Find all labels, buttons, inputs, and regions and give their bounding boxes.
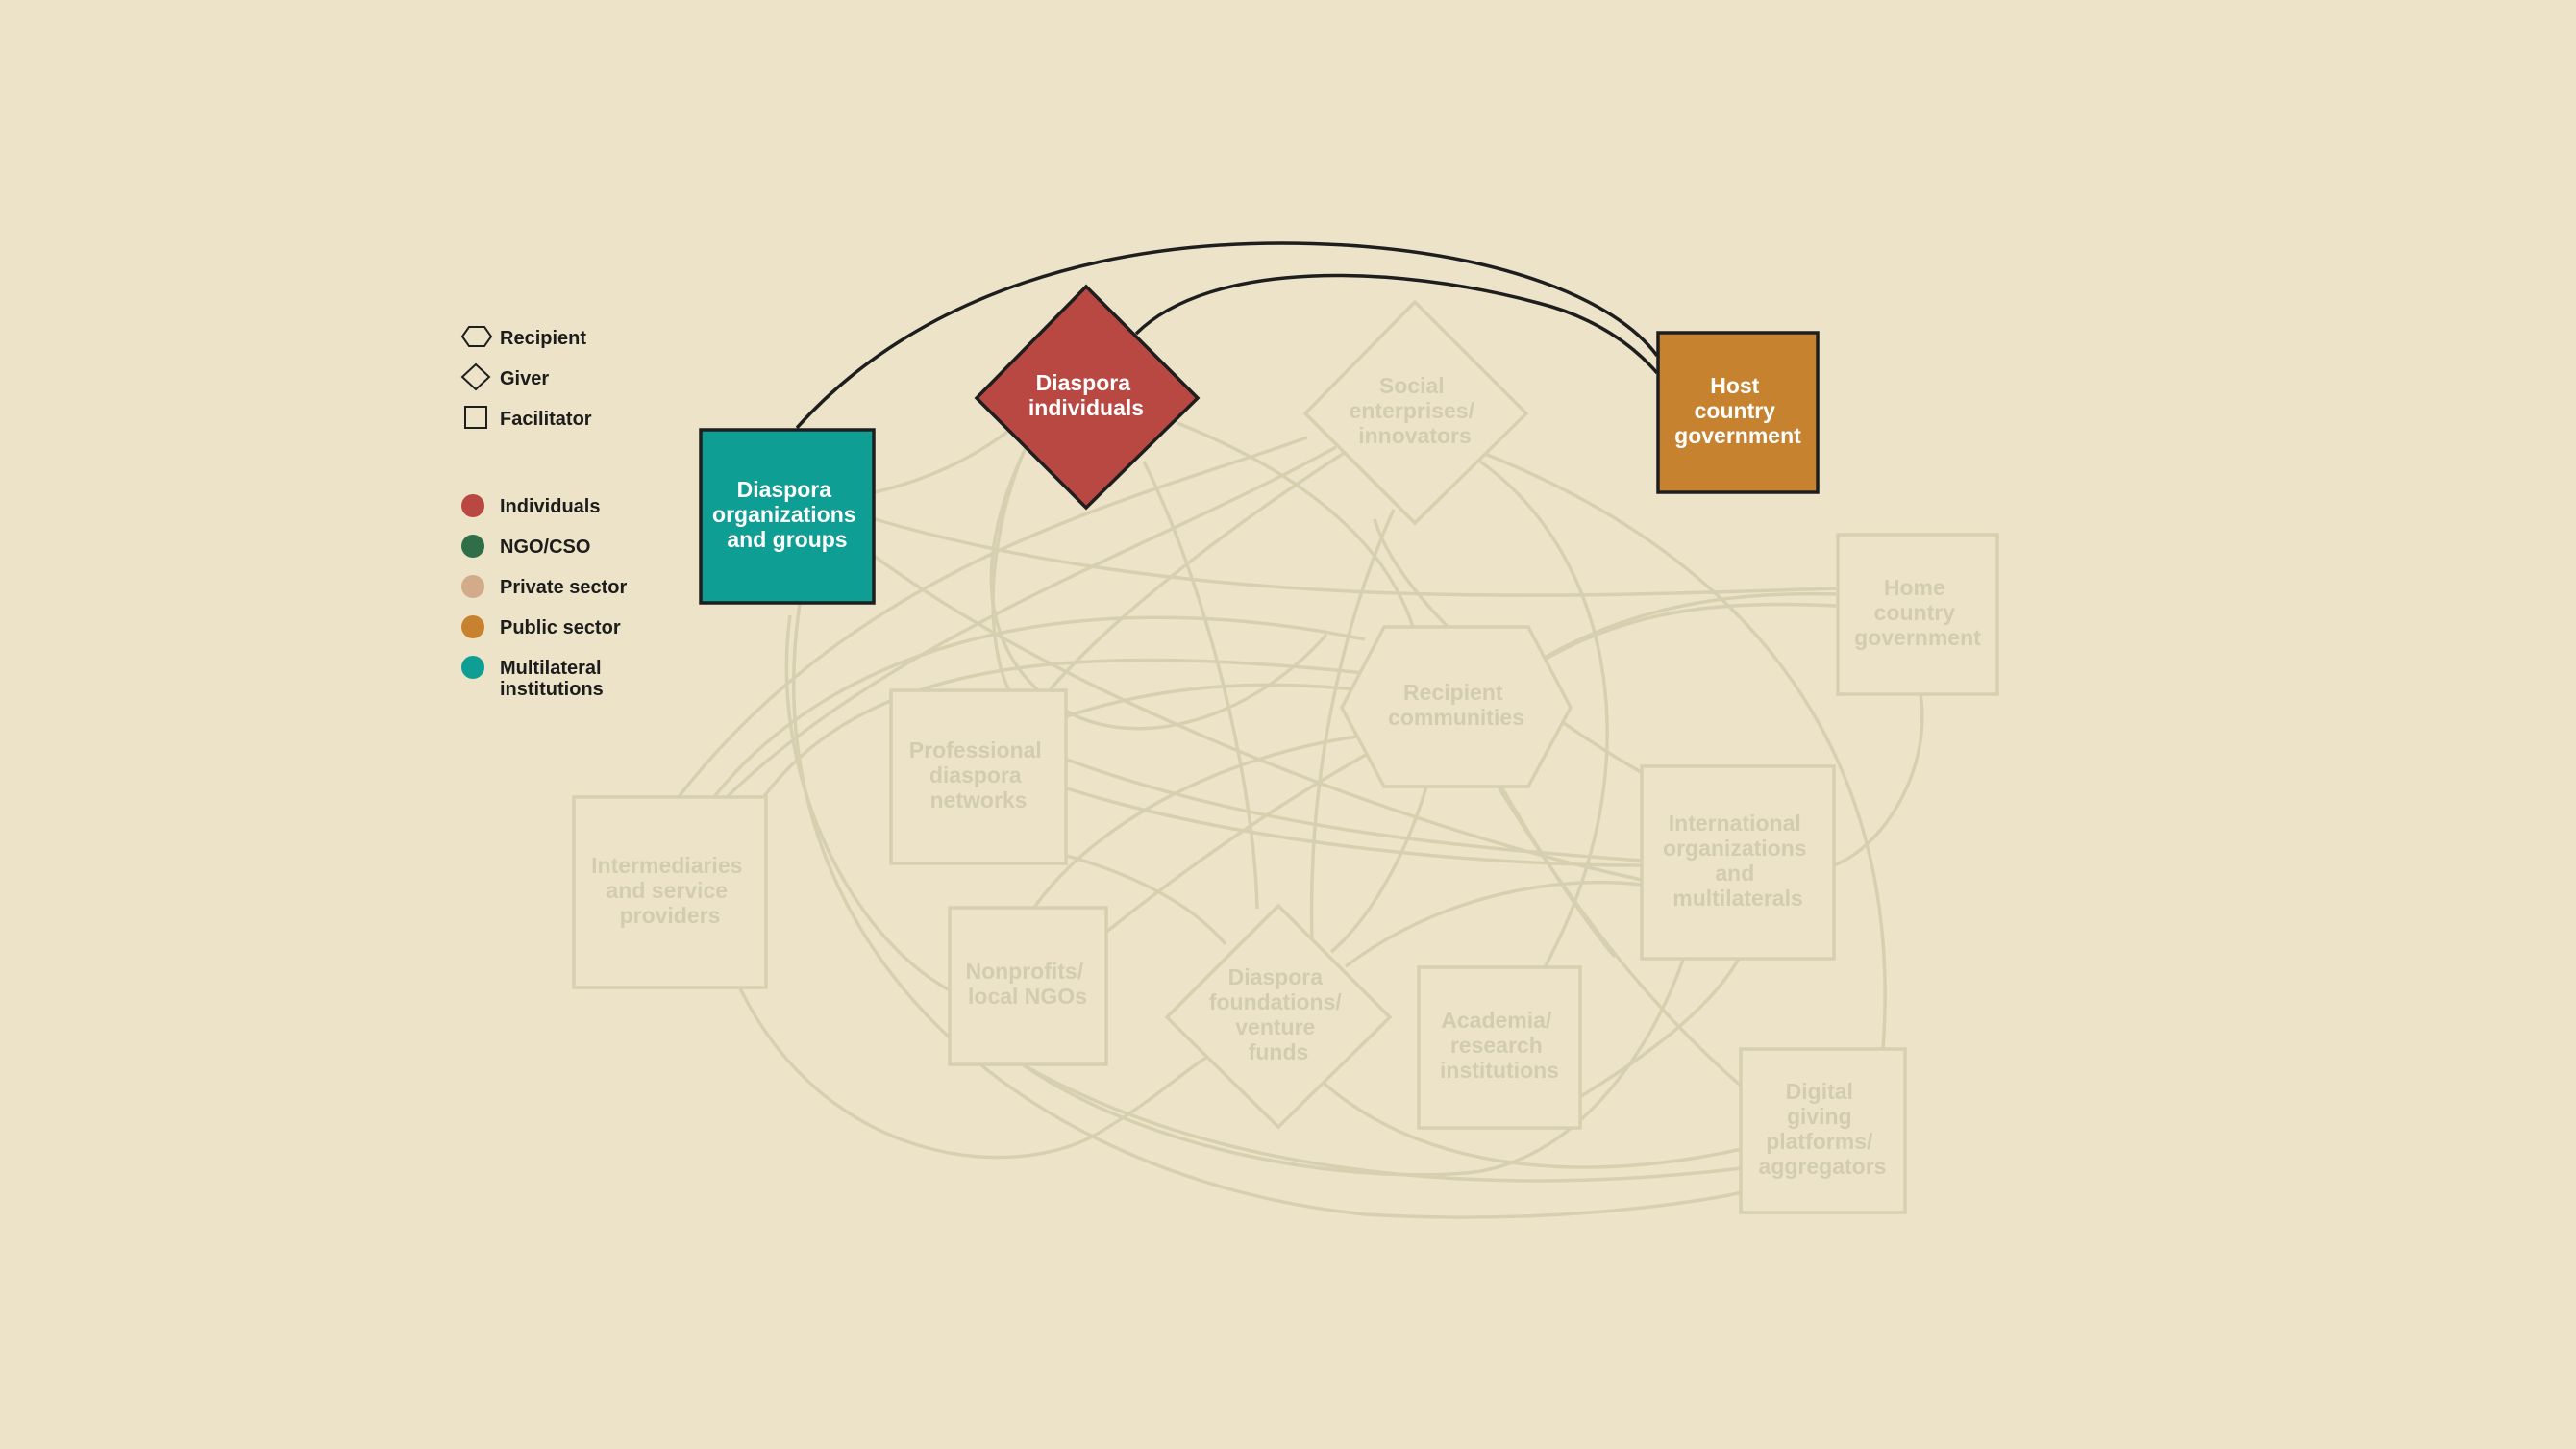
- dot-icon: [461, 494, 484, 517]
- svg-text:Nonprofits/ local NGOs: Nonprofits/ local NGOs: [965, 959, 1089, 1009]
- hexagon-icon: [460, 326, 493, 347]
- link-prof-recipients: [1066, 683, 1366, 718]
- node-host-country-government[interactable]: Host country government: [1656, 331, 1820, 494]
- svg-text:Academia/ research: Academia/ research institutions: [1440, 1008, 1559, 1083]
- link-recipients-digital: [1498, 787, 1744, 1088]
- link-social-foundations: [1309, 509, 1396, 941]
- link-orgs-digital-left: [792, 603, 1743, 1219]
- link-nonprofits-digital: [1023, 1063, 1743, 1183]
- legend-shapes: Recipient Giver Facilitator: [460, 326, 592, 430]
- link-individuals-recipients: [1177, 421, 1415, 628]
- node-nonprofits[interactable]: Nonprofits/ local NGOs: [948, 906, 1108, 1066]
- node-diaspora-foundations[interactable]: Diaspora foundations/ venture funds: [1164, 903, 1393, 1130]
- svg-text:Recipient: Recipient: [500, 328, 586, 349]
- link-individuals-host-gov: [1134, 273, 1659, 375]
- svg-text:Social enterprises/: Social enterprises/ innovators: [1350, 373, 1481, 448]
- link-intermediaries-bottom: [738, 987, 1207, 1160]
- legend-sectors: Individuals NGO/CSO Private sector Publi…: [461, 494, 628, 700]
- legend-item-ngo-cso: NGO/CSO: [461, 535, 590, 558]
- legend-item-giver: Giver: [460, 362, 549, 391]
- legend-item-individuals: Individuals: [461, 494, 600, 517]
- link-intermediaries-recipients: [757, 658, 1366, 805]
- link-recipients-foundations: [1329, 783, 1429, 954]
- svg-text:Diaspora organizations: Diaspora organizations and groups: [712, 477, 862, 552]
- svg-text:Private sector: Private sector: [500, 577, 628, 598]
- svg-text:Multilateral institu: Multilateral institutions: [500, 658, 607, 700]
- link-nonprofits-recipients: [1031, 734, 1366, 911]
- svg-text:Facilitator: Facilitator: [500, 409, 592, 430]
- link-orgs-home-gov: [874, 517, 1837, 597]
- legend-item-recipient: Recipient: [460, 326, 586, 349]
- faded-links: [676, 421, 1924, 1219]
- svg-text:Digital giving: Digital giving platforms/ aggregators: [1759, 1079, 1887, 1179]
- node-professional-diaspora-networks[interactable]: Professional diaspora networks: [889, 688, 1068, 865]
- svg-text:Home country g: Home country government: [1854, 575, 1981, 650]
- dot-icon: [461, 656, 484, 679]
- svg-text:Giver: Giver: [500, 368, 549, 389]
- link-nonprofits-recipients-2: [1103, 748, 1375, 935]
- legend-item-multilateral: Multilateral institutions: [461, 656, 607, 700]
- svg-text:NGO/CSO: NGO/CSO: [500, 537, 590, 558]
- node-recipient-communities[interactable]: Recipient communities: [1340, 625, 1573, 788]
- link-intermediaries-home-gov: [711, 602, 1837, 800]
- node-social-enterprises[interactable]: Social enterprises/ innovators: [1302, 299, 1529, 526]
- node-digital-giving[interactable]: Digital giving platforms/ aggregators: [1739, 1047, 1907, 1214]
- svg-text:Professional diaspora: Professional diaspora networks: [909, 737, 1048, 812]
- svg-text:Diaspora individuals: Diaspora individuals: [1028, 370, 1144, 420]
- link-orgs-nonprofits: [784, 614, 951, 992]
- square-icon: [464, 406, 487, 429]
- link-prof-intl-1: [1066, 758, 1643, 862]
- link-recipients-home-gov: [1542, 591, 1837, 661]
- legend-item-private-sector: Private sector: [461, 575, 628, 598]
- node-academia[interactable]: Academia/ research institutions: [1417, 965, 1582, 1130]
- link-social-academia: [1478, 460, 1609, 972]
- link-foundations-intl: [1344, 880, 1643, 968]
- link-social-intermediaries-2: [724, 445, 1337, 800]
- link-orgs-host-gov: [795, 241, 1659, 430]
- active-links: [795, 241, 1659, 430]
- svg-text:Public sector: Public sector: [500, 617, 621, 638]
- link-orgs-prof-networks: [874, 421, 1021, 494]
- link-home-gov-intl: [1833, 693, 1924, 867]
- link-academia-intl: [1580, 956, 1742, 1098]
- diamond-icon: [460, 362, 491, 391]
- svg-text:Individuals: Individuals: [500, 496, 600, 517]
- link-foundations-digital: [1315, 1075, 1743, 1169]
- svg-text:Intermediaries and ser: Intermediaries and service providers: [591, 853, 749, 928]
- node-diaspora-organizations[interactable]: Diaspora organizations and groups: [699, 428, 876, 605]
- legend-item-facilitator: Facilitator: [464, 406, 592, 430]
- dot-icon: [461, 535, 484, 558]
- link-social-intermediaries: [676, 436, 1308, 800]
- link-nonprofits-intl: [1023, 956, 1686, 1177]
- svg-text:Recipient communities: Recipient communities: [1388, 680, 1524, 730]
- link-individuals-prof: [991, 451, 1026, 691]
- legend-item-public-sector: Public sector: [461, 615, 621, 638]
- legend: Recipient Giver Facilitator Individuals …: [460, 326, 628, 700]
- nodes: Diaspora organizations and groups Diaspo…: [572, 284, 1999, 1214]
- node-international-organizations[interactable]: International organizations and multilat…: [1640, 764, 1836, 961]
- node-home-country-government[interactable]: Home country government: [1836, 533, 1999, 696]
- svg-text:Diaspora foundations/: Diaspora foundations/ venture funds: [1209, 964, 1348, 1064]
- node-intermediaries[interactable]: Intermediaries and service providers: [572, 795, 768, 989]
- svg-text:International organiza: International organizations and multilat…: [1663, 811, 1813, 911]
- link-individuals-foundations: [1142, 461, 1259, 910]
- node-diaspora-individuals[interactable]: Diaspora individuals: [974, 284, 1201, 511]
- dot-icon: [461, 615, 484, 638]
- dot-icon: [461, 575, 484, 598]
- svg-text:Host country g: Host country government: [1674, 373, 1801, 448]
